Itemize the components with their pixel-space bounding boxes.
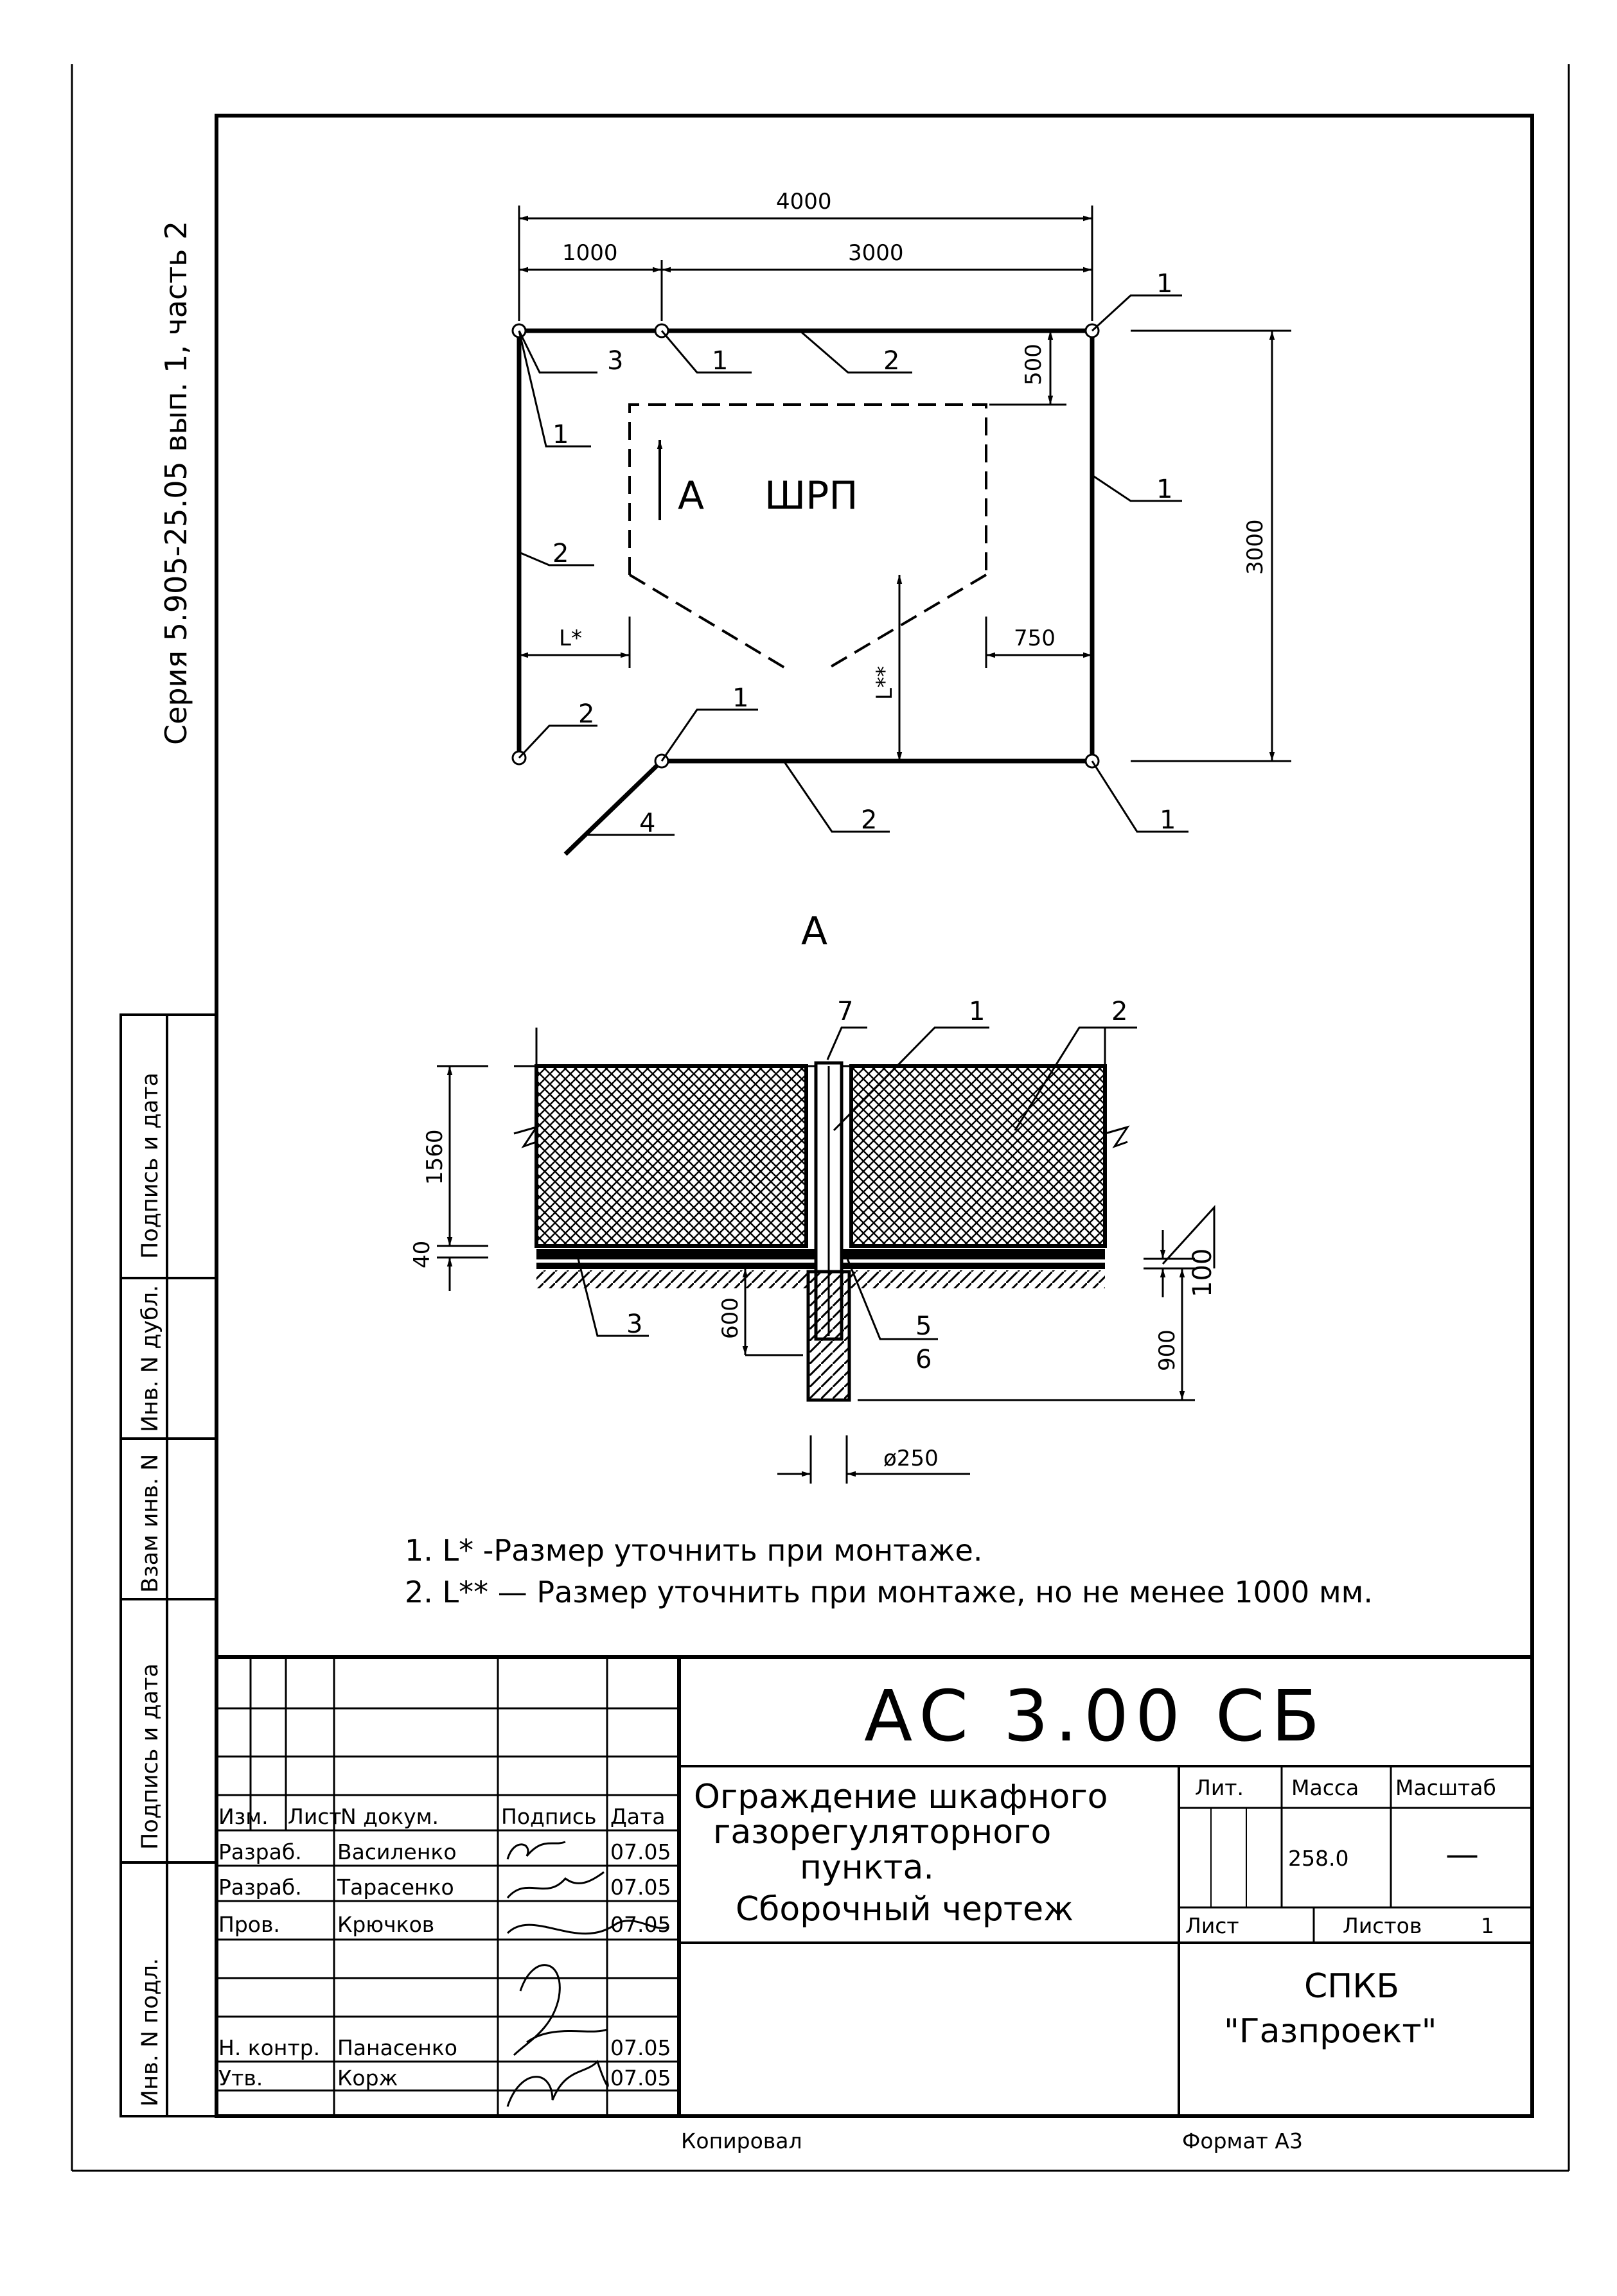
dim-total: 4000 bbox=[776, 189, 832, 215]
doc-title-line-4: Сборочный чертеж bbox=[736, 1890, 1074, 1929]
dim-left: 1000 bbox=[562, 240, 618, 266]
title-block bbox=[215, 1655, 1534, 2118]
callout-item-7: 7 bbox=[837, 997, 853, 1026]
callout-item-3: 3 bbox=[607, 346, 623, 376]
left-strip bbox=[119, 1013, 218, 2117]
callout-post-tr: 1 bbox=[1156, 269, 1172, 299]
dim-100: 100 bbox=[1188, 1249, 1217, 1297]
callout-post-tl: 1 bbox=[552, 420, 569, 450]
callout-item-4: 4 bbox=[639, 809, 655, 838]
sheet-label: Лист bbox=[1185, 1913, 1239, 1938]
fence-posts bbox=[511, 323, 1100, 769]
callout-post-bl: 2 bbox=[578, 699, 594, 729]
series-label: Серия 5.905-25.05 вып. 1, часть 2 bbox=[159, 221, 193, 745]
callout-panel-bottom: 2 bbox=[861, 805, 877, 835]
shrp-label: ШРП bbox=[764, 473, 858, 518]
header-list: Лист bbox=[288, 1804, 342, 1829]
lit-label: Лит. bbox=[1195, 1775, 1244, 1800]
header-izm: Изм. bbox=[218, 1804, 269, 1829]
row6-date: 07.05 bbox=[610, 2065, 671, 2090]
view-arrow-label: А bbox=[678, 473, 704, 518]
strip-label-3: Взам инв. N bbox=[137, 1454, 163, 1593]
dim-1560: 1560 bbox=[422, 1129, 448, 1185]
signatures bbox=[506, 1841, 669, 2107]
row5-date: 07.05 bbox=[610, 2035, 671, 2060]
copied-label: Копировал bbox=[681, 2128, 802, 2153]
strip-label-4: Подпись и дата bbox=[137, 1663, 163, 1850]
header-sign: Подпись bbox=[501, 1804, 596, 1829]
dim-500: 500 bbox=[1021, 344, 1047, 385]
mass-label: Масса bbox=[1291, 1775, 1359, 1800]
row3-name: Крючков bbox=[337, 1912, 434, 1937]
row6-name: Корж bbox=[337, 2065, 398, 2090]
row2-name: Тарасенко bbox=[337, 1875, 454, 1900]
row2-date: 07.05 bbox=[610, 1875, 671, 1900]
row1-date: 07.05 bbox=[610, 1839, 671, 1864]
dim-lstar: L* bbox=[559, 626, 582, 651]
callout-post-tm: 1 bbox=[712, 346, 728, 376]
plan-view: А ШРП 4000 1000 3000 bbox=[511, 189, 1291, 856]
row3-role: Пров. bbox=[218, 1912, 280, 1937]
section-view: А bbox=[409, 909, 1217, 1484]
strip-label-5: Инв. N подл. bbox=[137, 1958, 163, 2107]
doc-code: АС 3.00 СБ bbox=[864, 1675, 1326, 1757]
dim-40: 40 bbox=[409, 1241, 435, 1268]
strip-label-2: Инв. N дубл. bbox=[137, 1285, 163, 1432]
callout-post-br: 1 bbox=[1160, 805, 1176, 835]
dim-900: 900 bbox=[1154, 1329, 1180, 1371]
header-doc: N докум. bbox=[340, 1804, 439, 1829]
callout-item-3b: 3 bbox=[626, 1310, 642, 1339]
org-line-2: "Газпроект" bbox=[1224, 2012, 1437, 2051]
row3-date: 07.05 bbox=[610, 1912, 671, 1937]
dim-600: 600 bbox=[718, 1297, 743, 1339]
callout-panel-right: 1 bbox=[1156, 475, 1172, 504]
scale-value: — bbox=[1445, 1836, 1479, 1874]
row2-role: Разраб. bbox=[218, 1875, 302, 1900]
callout-panel-left: 2 bbox=[552, 539, 569, 568]
dim-phi250: ø250 bbox=[883, 1446, 939, 1471]
section-title: А bbox=[801, 909, 827, 954]
format-label: Формат А3 bbox=[1182, 2128, 1303, 2153]
doc-title-line-1: Ограждение шкафного bbox=[694, 1778, 1108, 1816]
sheets-label: Листов bbox=[1343, 1913, 1422, 1938]
callout-item-5: 5 bbox=[915, 1311, 932, 1341]
sheets-value: 1 bbox=[1481, 1913, 1494, 1938]
dim-750: 750 bbox=[1014, 626, 1056, 651]
note-1: 1. L* -Размер уточнить при монтаже. bbox=[405, 1533, 982, 1568]
callout-item-6: 6 bbox=[915, 1345, 932, 1374]
doc-title-line-3: пункта. bbox=[800, 1848, 934, 1887]
row1-role: Разраб. bbox=[218, 1839, 302, 1864]
callout-panel-top: 2 bbox=[883, 346, 899, 376]
callout-item-2: 2 bbox=[1111, 997, 1127, 1026]
callout-post-bm: 1 bbox=[732, 683, 748, 713]
dim-right: 3000 bbox=[848, 240, 904, 266]
dim-lstar2: L** bbox=[872, 666, 897, 700]
note-2: 2. L** — Размер уточнить при монтаже, но… bbox=[405, 1575, 1373, 1609]
callout-item-1: 1 bbox=[969, 997, 985, 1026]
doc-title-line-2: газорегуляторного bbox=[713, 1813, 1051, 1852]
dim-height: 3000 bbox=[1242, 519, 1268, 575]
row6-role: Утв. bbox=[218, 2065, 263, 2090]
strip-label-1: Подпись и дата bbox=[137, 1073, 163, 1259]
row1-name: Василенко bbox=[337, 1839, 457, 1864]
row5-role: Н. контр. bbox=[218, 2035, 320, 2060]
header-date: Дата bbox=[610, 1804, 665, 1829]
mass-value: 258.0 bbox=[1288, 1846, 1348, 1871]
org-line-1: СПКБ bbox=[1304, 1967, 1399, 2006]
scale-label: Масштаб bbox=[1395, 1775, 1496, 1800]
row5-name: Панасенко bbox=[337, 2035, 457, 2060]
